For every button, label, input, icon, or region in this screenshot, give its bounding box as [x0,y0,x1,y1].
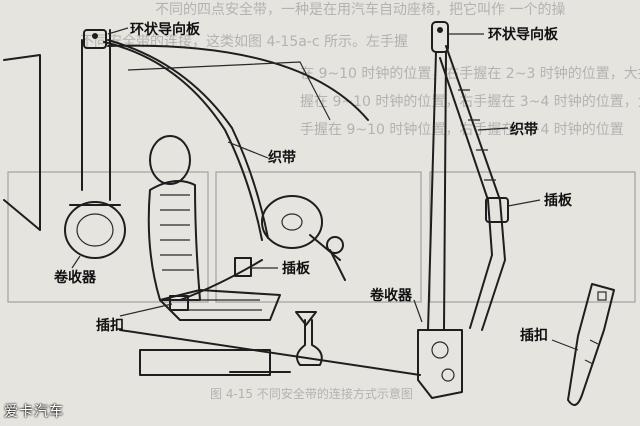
right-retractor [417,329,463,399]
watermark: 爱卡汽车 [4,404,64,420]
right-label-webbing: 织带 [510,121,538,138]
bg-line-5: 手握在 9~10 时钟位置，右手握在 3~4 时钟的位置 [300,121,624,138]
right-label-tongue: 插板 [544,192,573,209]
left-label-buckle: 插扣 [96,317,124,334]
right-webbing-diagonal [439,45,506,331]
roof-line [107,44,369,121]
left-label-tongue: 插板 [282,260,311,277]
gear-lever [295,319,323,366]
right-label-buckle: 插扣 [520,327,548,344]
left-webbing-shoulder-edge [107,39,269,239]
left-label-webbing: 织带 [268,149,296,166]
left-label-retractor: 卷收器 [53,269,97,286]
floor-line [119,329,421,376]
bg-caption: 图 4-15 不同安全带的连接方式示意图 [210,386,413,401]
right-tongue [485,197,509,223]
right-webbing-vertical [427,51,447,331]
door-window [127,61,331,121]
left-tongue [234,257,252,277]
left-label-ring-guide: 环状导向板 [130,21,201,38]
left-ring-guide [83,29,107,49]
background-text: 不同的四点安全带，一种是在用汽车自动座椅，把它叫作 一个的操 不同安全带的连接，… [80,1,640,401]
b-pillar [81,29,111,201]
right-belt-assembly [417,21,615,406]
right-leaders [413,33,579,351]
right-ring-guide [431,21,449,53]
left-car-figure [3,29,421,376]
driver-seat [147,135,281,321]
right-buckle [567,283,615,406]
bg-line-4: 握在 9~10 时钟的位置，右手握在 3~4 时钟的位置，大拇指向前，左 [300,93,640,110]
left-buckle [169,295,189,311]
door-frame [3,54,41,231]
seat-rail [139,349,271,376]
right-label-retractor: 卷收器 [369,287,413,304]
bg-line-3: 在 9~10 时钟的位置，右手握在 2~3 时钟的位置，大拇指向前，左 [300,65,640,82]
right-label-ring-guide: 环状导向板 [488,26,559,43]
bg-line-1: 不同的四点安全带，一种是在用汽车自动座椅，把它叫作 一个的操 [155,1,565,18]
left-webbing-shoulder [103,41,263,241]
left-retractor [64,201,126,259]
steering-wheel [261,195,346,281]
left-leaders [71,27,278,317]
background-figure-boxes [7,171,636,303]
